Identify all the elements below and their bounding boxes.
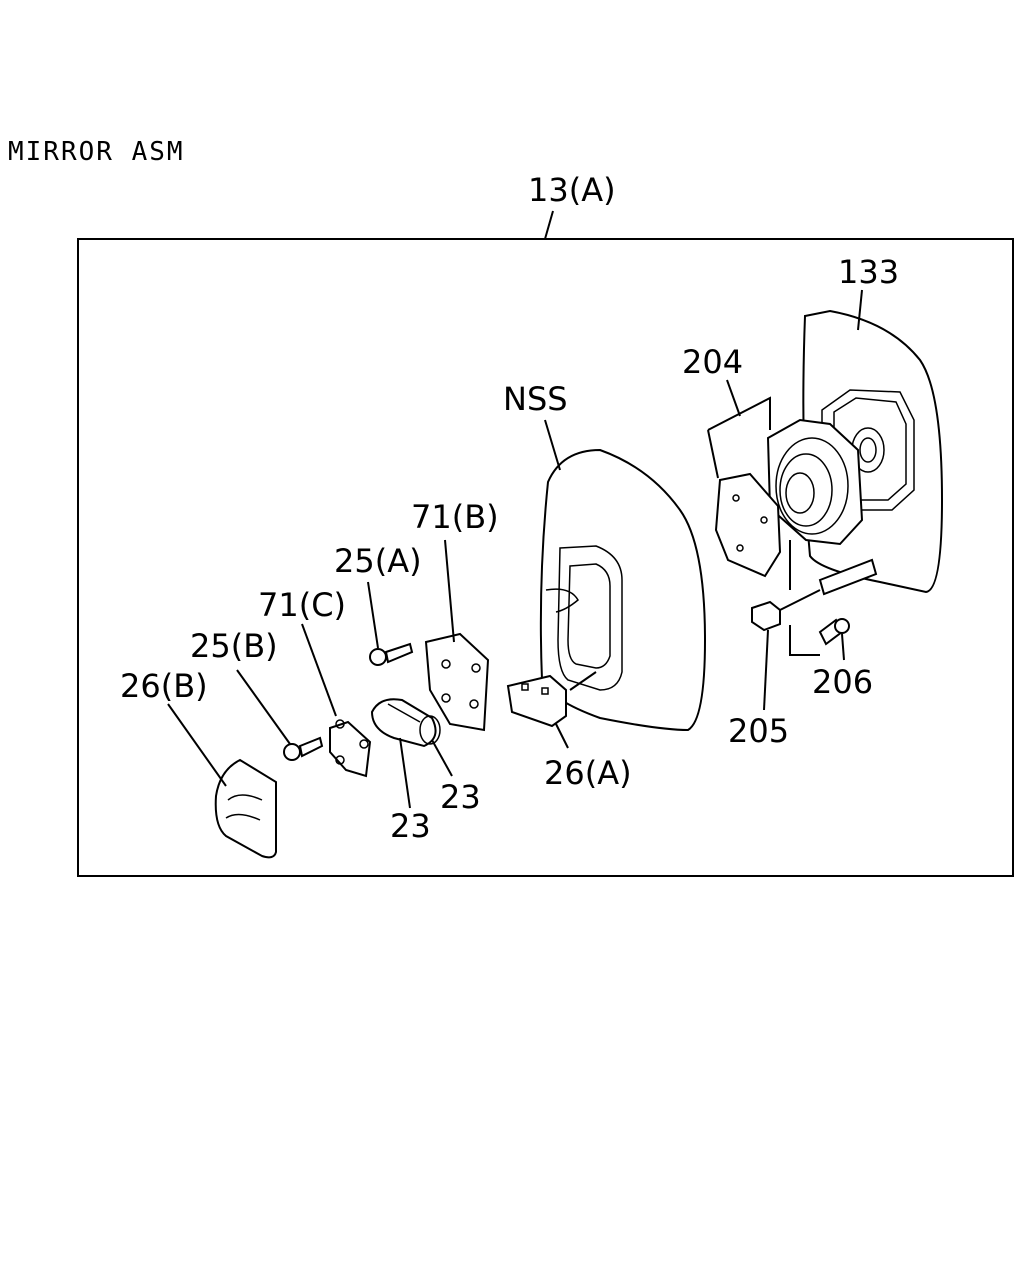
label-26b: 26(B) [120,667,208,705]
screw-206-part [818,618,850,646]
screw-b-part [283,736,324,761]
pivot-part [370,698,441,748]
label-23-right: 23 [440,778,481,816]
nss-housing-part [539,448,707,732]
cover-a-part [506,674,567,728]
diagram-title: MIRROR ASM [8,137,185,167]
label-204: 204 [682,343,743,381]
bracket-b-part [424,632,490,732]
label-23-left: 23 [390,807,431,845]
label-71c: 71(C) [258,586,346,624]
label-205: 205 [728,712,789,750]
wire-part [818,558,878,596]
clip-part [751,600,781,632]
bracket-c-part [329,719,372,778]
label-26a: 26(A) [544,754,632,792]
screw-a-part [369,642,414,666]
label-nss: NSS [503,380,568,418]
actuator-part [714,418,864,578]
label-133: 133 [838,253,899,291]
label-13a: 13(A) [528,171,616,209]
label-25b: 25(B) [190,627,278,665]
label-25a: 25(A) [334,542,422,580]
label-71b: 71(B) [411,498,499,536]
assembly-leader [544,210,554,240]
cover-b-part [214,758,277,859]
label-206: 206 [812,663,873,701]
